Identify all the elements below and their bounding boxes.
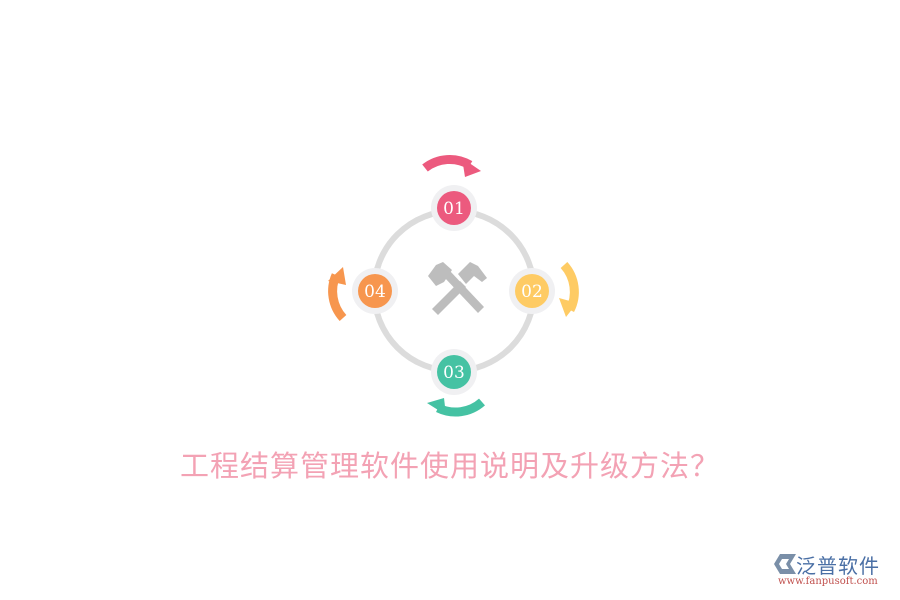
page-title: 工程结算管理软件使用说明及升级方法？ xyxy=(179,449,720,483)
svg-text:04: 04 xyxy=(364,282,386,302)
step-node-01: 01 xyxy=(431,185,477,231)
arrow-left-icon xyxy=(328,267,347,322)
brand-logo[interactable]: 泛普软件 www.fanpusoft.com xyxy=(770,550,895,595)
svg-text:01: 01 xyxy=(443,199,465,219)
logo-name: 泛普软件 xyxy=(796,554,880,578)
svg-text:02: 02 xyxy=(521,282,543,302)
step-node-02: 02 xyxy=(509,268,555,314)
svg-text:03: 03 xyxy=(443,363,465,383)
arrow-bottom-icon xyxy=(427,398,485,417)
arrow-right-icon xyxy=(559,261,579,317)
logo-mark-icon xyxy=(774,554,796,574)
step-node-04: 04 xyxy=(352,268,398,314)
crossed-hammers-icon xyxy=(428,262,487,315)
step-node-03: 03 xyxy=(431,349,477,395)
arrow-top-icon xyxy=(422,155,481,177)
logo-url: www.fanpusoft.com xyxy=(778,576,878,587)
